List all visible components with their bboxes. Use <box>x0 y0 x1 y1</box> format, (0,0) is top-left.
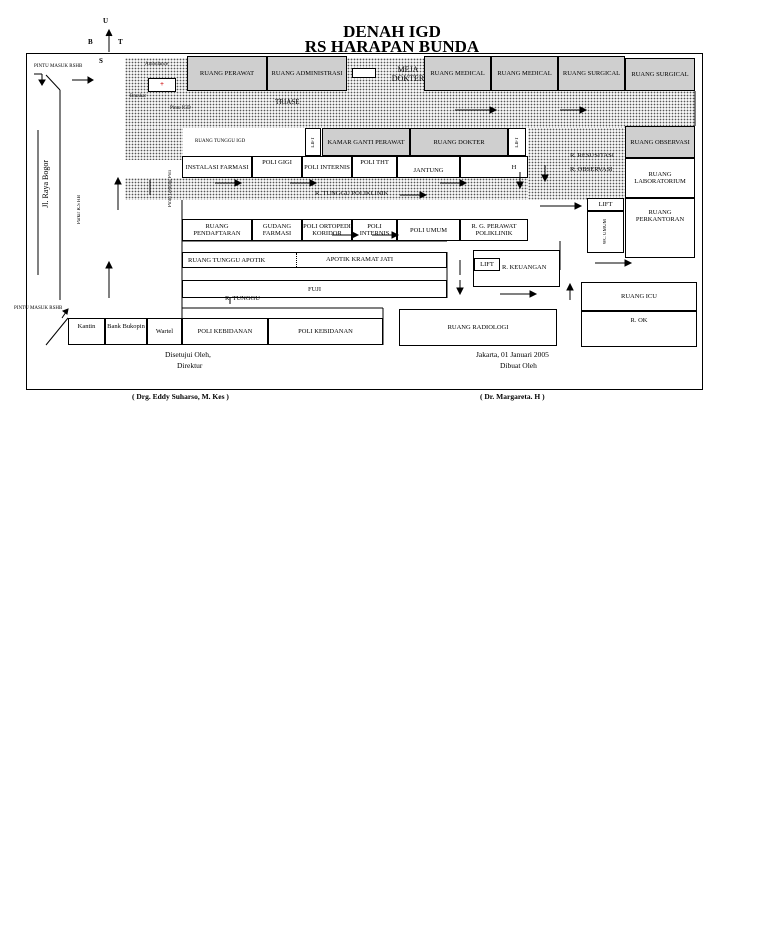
room-dokter: RUANG DOKTER <box>410 128 508 156</box>
compass-west: B <box>88 38 93 46</box>
entrance-top-label: PINTU MASUK RSHB <box>34 64 83 69</box>
maker-name: ( Dr. Margareta. H ) <box>480 392 545 401</box>
meja-dokter-label: MEJA DOKTER <box>391 65 425 83</box>
floor-plan-frame <box>26 53 703 390</box>
room-poli-tht: POLI THT <box>352 156 397 178</box>
triage-label: TRIASE <box>275 98 300 106</box>
emergency-door-label: Pintu IGD <box>170 106 191 111</box>
room-tunggu-apotik: RUANG TUNGGU APOTIK APOTIK KRAMAT JATI <box>182 252 447 268</box>
compass-south: S <box>99 57 103 65</box>
room-surgical-2: RUANG SURGICAL <box>625 58 695 91</box>
room-poli-internis-1: POLI INTERNIS <box>302 156 352 178</box>
keuangan-label: R. KEUANGAN <box>502 264 547 271</box>
room-observasi: RUANG OBSERVASI <box>625 126 695 158</box>
room-wartel: Wartel <box>147 318 182 345</box>
room-instalasi-farmasi: INSTALASI FARMASI <box>182 156 252 178</box>
lift-1: LIFT <box>305 128 321 156</box>
lift-2: LIFT <box>508 128 526 156</box>
compass-east: T <box>118 38 123 46</box>
apotik-label: APOTIK KRAMAT JATI <box>326 256 394 263</box>
diagram-title-line1: DENAH IGD <box>343 22 441 41</box>
director-label: Direktur <box>177 361 203 370</box>
room-surgical-1: RUANG SURGICAL <box>558 56 625 91</box>
room-meja-dokter-box <box>352 68 376 78</box>
r-tunggu-label: R. TUNGGU <box>225 295 260 302</box>
room-radiologi: RUANG RADIOLOGI <box>399 309 557 346</box>
room-kamar-ganti: KAMAR GANTI PERAWAT <box>322 128 410 156</box>
room-ok: R. OK <box>581 311 697 347</box>
r-observasi-label: R. OBSERVASI <box>570 166 613 173</box>
compass-north: U <box>103 17 109 25</box>
room-kebidanan-1: POLI KEBIDANAN <box>182 318 268 345</box>
director-name: ( Drg. Eddy Suharso, M. Kes ) <box>132 392 229 401</box>
room-icu: RUANG ICU <box>581 282 697 311</box>
room-administrasi: RUANG ADMINISTRASI <box>267 56 347 91</box>
emergency-corridor-left <box>125 128 183 160</box>
room-perkantoran: RUANG PERKANTORAN <box>625 198 695 258</box>
place-date: Jakarta, 01 Januari 2005 <box>476 350 549 359</box>
stretcher-label: Brankar <box>130 94 147 99</box>
room-jantung: JANTUNG <box>397 156 460 178</box>
approved-label: Disetujui Oleh, <box>165 350 211 359</box>
corridor-right <box>528 128 625 200</box>
room-perawat: RUANG PERAWAT <box>187 56 267 91</box>
resusitasi-label: R. RESUSITASI <box>570 152 614 159</box>
room-poli-gigi: POLI GIGI <box>252 156 302 178</box>
ambulance-label: Ambulance <box>145 62 169 67</box>
room-medical-1: RUANG MEDICAL <box>424 56 491 91</box>
diagram-title-line2: RS HARAPAN BUNDA <box>304 37 480 56</box>
room-bank: Bank Bukopin <box>105 318 147 345</box>
apotik-divider <box>296 253 297 267</box>
room-kantin: Kantin <box>68 318 105 345</box>
wc-umum: WC UMUM <box>587 211 624 253</box>
lift-4: LIFT <box>474 258 500 271</box>
ambulance-icon: + <box>148 78 176 92</box>
entrance-bottom-label: PINTU MASUK RSHB <box>14 306 63 311</box>
room-poli-anak: H <box>460 156 528 178</box>
plan-lines <box>34 28 696 346</box>
lift-3: LIFT <box>587 198 624 211</box>
tunggu-poliklinik-label: R. TUNGGU POLIKLINIK <box>315 190 389 197</box>
waiting-room-label: RUANG TUNGGU IGD <box>195 139 246 144</box>
room-kebidanan-2: POLI KEBIDANAN <box>268 318 383 345</box>
room-medical-2: RUANG MEDICAL <box>491 56 558 91</box>
room-laboratorium: RUANG LABORATORIUM <box>625 158 695 198</box>
room-perawat-poliklinik: R. G. PERAWAT POLIKLINIK <box>460 219 528 241</box>
made-by-label: Dibuat Oleh <box>500 361 537 370</box>
